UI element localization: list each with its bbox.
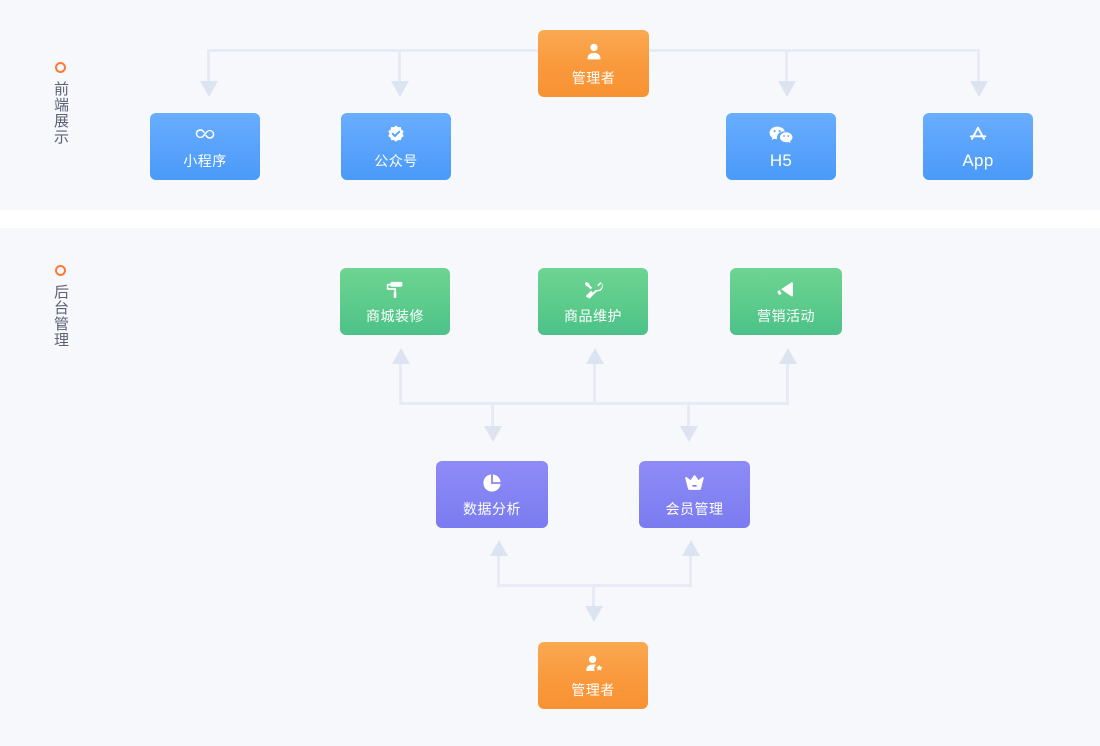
frontend-drop-line-1 (207, 49, 210, 83)
frontend-section-label: 前端展示 (40, 62, 80, 145)
card-label: 会员管理 (665, 500, 724, 517)
backend-arrow-up-from-manager-left (489, 540, 508, 556)
card-backend-root-manager[interactable]: 管理者 (538, 642, 648, 709)
frontend-arrow-2 (390, 81, 409, 97)
backend-arrow-down-manager (584, 606, 603, 622)
card-label: 公众号 (374, 153, 418, 169)
backend-line-down-manager (592, 584, 595, 608)
backend-line-up-marketing (786, 364, 789, 404)
card-label: App (962, 151, 994, 170)
section-marker-dot-frontend (54, 62, 66, 73)
user-icon (583, 41, 605, 63)
card-official-account[interactable]: 公众号 (341, 113, 451, 180)
backend-arrow-up-mall (391, 348, 410, 364)
verified-badge-icon (385, 124, 407, 146)
paint-roller-icon (384, 279, 406, 301)
frontend-section-label-text: 前端展示 (52, 81, 69, 145)
frontend-drop-line-3 (785, 49, 788, 83)
backend-arrow-up-marketing (778, 348, 797, 364)
card-app[interactable]: App (923, 113, 1033, 180)
backend-arrow-down-member (679, 426, 698, 442)
backend-line-up-right (689, 556, 692, 586)
backend-line-up-mall (399, 364, 402, 404)
miniprogram-icon (193, 124, 217, 146)
frontend-arrow-4 (969, 81, 988, 97)
card-label: 管理者 (571, 70, 616, 86)
card-label: 营销活动 (757, 308, 815, 324)
crown-icon (683, 473, 706, 494)
frontend-arrow-3 (777, 81, 796, 97)
pie-chart-icon (481, 472, 503, 494)
backend-section-label-text: 后台管理 (52, 284, 69, 348)
card-mall-decoration[interactable]: 商城装修 (340, 268, 450, 335)
card-member-management[interactable]: 会员管理 (639, 461, 750, 528)
backend-section-label: 后台管理 (40, 265, 80, 348)
megaphone-icon (774, 279, 798, 301)
card-miniprogram[interactable]: 小程序 (150, 113, 260, 180)
frontend-drop-line-2 (398, 49, 401, 83)
backend-bus-line-middle (399, 402, 789, 405)
card-label: 商城装修 (366, 308, 424, 324)
backend-arrow-up-from-manager-right (681, 540, 700, 556)
backend-line-up-left (497, 556, 500, 586)
card-h5[interactable]: H5 (726, 113, 836, 180)
backend-arrow-down-analytics (483, 426, 502, 442)
backend-line-down-member (687, 402, 690, 428)
user-star-icon (582, 653, 605, 675)
card-frontend-root-manager[interactable]: 管理者 (538, 30, 649, 97)
frontend-arrow-1 (199, 81, 218, 97)
backend-arrow-up-product (585, 348, 604, 364)
card-marketing-campaign[interactable]: 营销活动 (730, 268, 842, 335)
card-product-maintenance[interactable]: 商品维护 (538, 268, 648, 335)
card-label: 管理者 (571, 682, 615, 698)
backend-line-down-analytics (491, 402, 494, 428)
backend-line-up-product (593, 364, 596, 404)
frontend-drop-line-4 (977, 49, 980, 83)
tools-icon (582, 279, 605, 301)
section-divider (0, 210, 1100, 228)
card-data-analysis[interactable]: 数据分析 (436, 461, 548, 528)
wechat-icon (768, 124, 794, 146)
card-label: 小程序 (183, 153, 227, 169)
appstore-icon (966, 124, 990, 146)
card-label: H5 (769, 151, 793, 170)
card-label: 数据分析 (463, 501, 521, 517)
section-marker-dot-backend (54, 265, 66, 276)
card-label: 商品维护 (564, 308, 622, 324)
